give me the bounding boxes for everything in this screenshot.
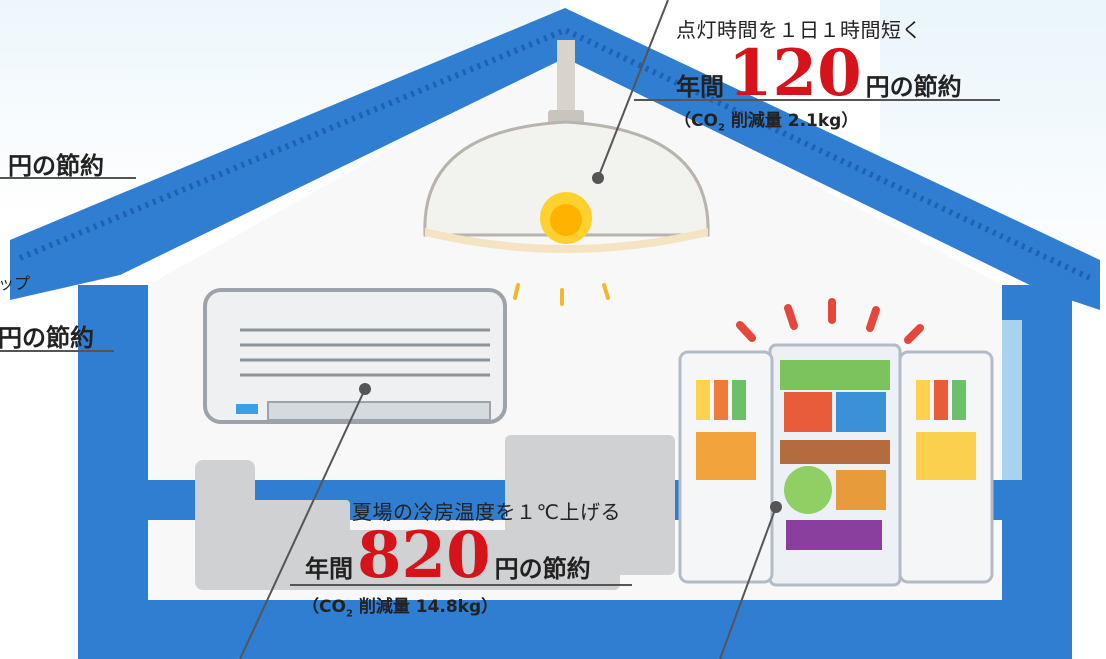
light-description: 点灯時間を１日１時間短く <box>676 18 922 42</box>
light-saving-prefix: 年間 <box>676 73 724 101</box>
aircon-saving-prefix: 年間 <box>305 555 353 583</box>
aircon-saving: 年間 820 円の節約 <box>305 524 591 588</box>
aircon-saving-suffix: 円の節約 <box>494 555 591 583</box>
light-saving-amount: 120 <box>728 36 862 111</box>
roof-texture <box>18 26 1092 281</box>
light-co2: （CO2 削減量 2.1kg） <box>674 111 859 134</box>
cutoff-saving-mid: 円の節約 <box>0 324 94 352</box>
roof <box>10 8 1100 310</box>
text-underlines <box>0 99 1000 586</box>
cutoff-saving-top: 円の節約 <box>8 152 104 180</box>
left-wall <box>78 285 148 640</box>
ceiling-light-icon <box>423 40 710 306</box>
refrigerator-icon <box>678 298 994 587</box>
aircon-description: 夏場の冷房温度を１℃上げる <box>352 500 621 524</box>
aircon-saving-amount: 820 <box>357 518 491 593</box>
light-saving-suffix: 円の節約 <box>865 73 962 101</box>
right-wall-inner <box>1002 320 1022 520</box>
callout-dots <box>359 172 782 513</box>
aircon-co2: （CO2 削減量 14.8kg） <box>302 597 499 620</box>
floor <box>78 600 1072 659</box>
light-saving: 年間 120 円の節約 <box>676 42 962 106</box>
cutoff-label-mid: ップ <box>0 274 31 293</box>
callout-lines <box>239 0 777 659</box>
air-conditioner-icon <box>203 288 507 424</box>
sofa-icon <box>195 435 675 590</box>
